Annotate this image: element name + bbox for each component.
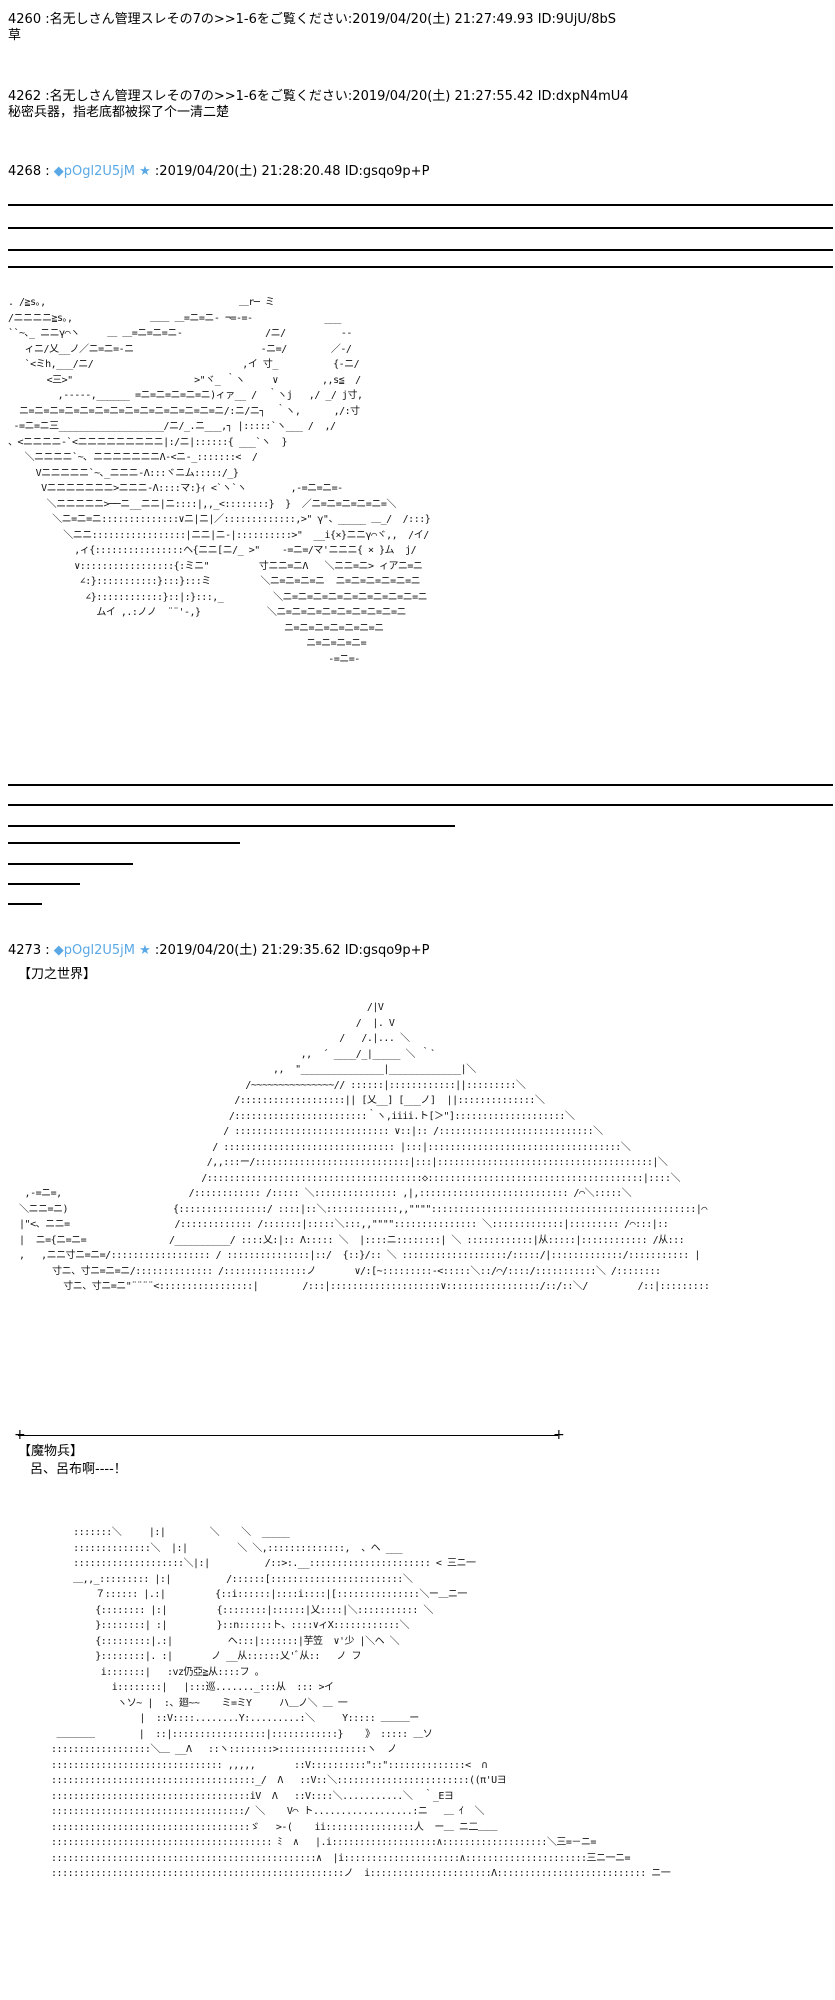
post-id[interactable]: ID:9UjU/8bS xyxy=(537,12,616,27)
post-number[interactable]: 4260 xyxy=(8,12,42,27)
divider-line xyxy=(8,883,80,885)
speaker-label: 【魔物兵】 xyxy=(18,1444,84,1459)
poster-name: 名无しさん管理スレその7の>>1-6をご覧ください xyxy=(49,12,348,27)
divider-line xyxy=(8,863,133,865)
ascii-art-sword-world: /|V / |. V / /.|... ＼ xyxy=(19,1002,710,1292)
divider-line xyxy=(8,784,833,786)
post-body: 草 xyxy=(8,28,22,43)
divider-line xyxy=(8,825,455,827)
post-header: 4260 :名无しさん管理スレその7の>>1-6をご覧ください:2019/04/… xyxy=(8,12,616,27)
ascii-art-monster: :::::::＼ |:| ＼ ＼ _____ ::::::::::::::＼ |… xyxy=(51,1527,671,1879)
speech-line: 呂、呂布啊----！ xyxy=(30,1462,127,1477)
post-number[interactable]: 4262 xyxy=(8,89,42,104)
post-date: 2019/04/20(土) 21:29:35.62 xyxy=(159,943,341,958)
post-date: 2019/04/20(土) 21:27:55.42 xyxy=(352,89,534,104)
ascii-art-battle: . /≧s｡, ＿r─ ミ /ニニニニ≧s｡, ＿＿ ＿=ニ=ニ- ¬=-=- … xyxy=(8,297,431,665)
post-id[interactable]: ID:dxpN4mU4 xyxy=(537,89,629,104)
post-body: 秘密兵器，指老底都被探了个一清二楚 xyxy=(8,105,230,120)
divider-line xyxy=(8,804,833,806)
post-date: 2019/04/20(土) 21:27:49.93 xyxy=(352,12,534,27)
divider-line xyxy=(8,227,833,229)
poster-trip: ◆pOgl2U5jM ★ xyxy=(53,943,151,958)
plus-mark: + xyxy=(553,1427,565,1443)
post-header: 4273 : ◆pOgl2U5jM ★ :2019/04/20(土) 21:29… xyxy=(8,943,430,958)
post-header: 4268 : ◆pOgl2U5jM ★ :2019/04/20(土) 21:28… xyxy=(8,164,430,179)
divider-line xyxy=(18,1435,558,1436)
divider-line xyxy=(8,204,833,206)
post-number[interactable]: 4268 xyxy=(8,164,42,179)
post-id[interactable]: ID:gsqo9p+P xyxy=(344,943,430,958)
post-number[interactable]: 4273 xyxy=(8,943,42,958)
poster-trip: ◆pOgl2U5jM ★ xyxy=(53,164,151,179)
divider-line xyxy=(8,903,42,905)
post-id[interactable]: ID:gsqo9p+P xyxy=(344,164,430,179)
divider-line xyxy=(8,842,240,844)
divider-line xyxy=(8,266,833,268)
poster-name: 名无しさん管理スレその7の>>1-6をご覧ください xyxy=(49,89,348,104)
post-header: 4262 :名无しさん管理スレその7の>>1-6をご覧ください:2019/04/… xyxy=(8,89,629,104)
plus-mark: + xyxy=(14,1427,26,1443)
post-title: 【刀之世界】 xyxy=(18,967,97,982)
post-date: 2019/04/20(土) 21:28:20.48 xyxy=(159,164,341,179)
divider-line xyxy=(8,249,833,251)
